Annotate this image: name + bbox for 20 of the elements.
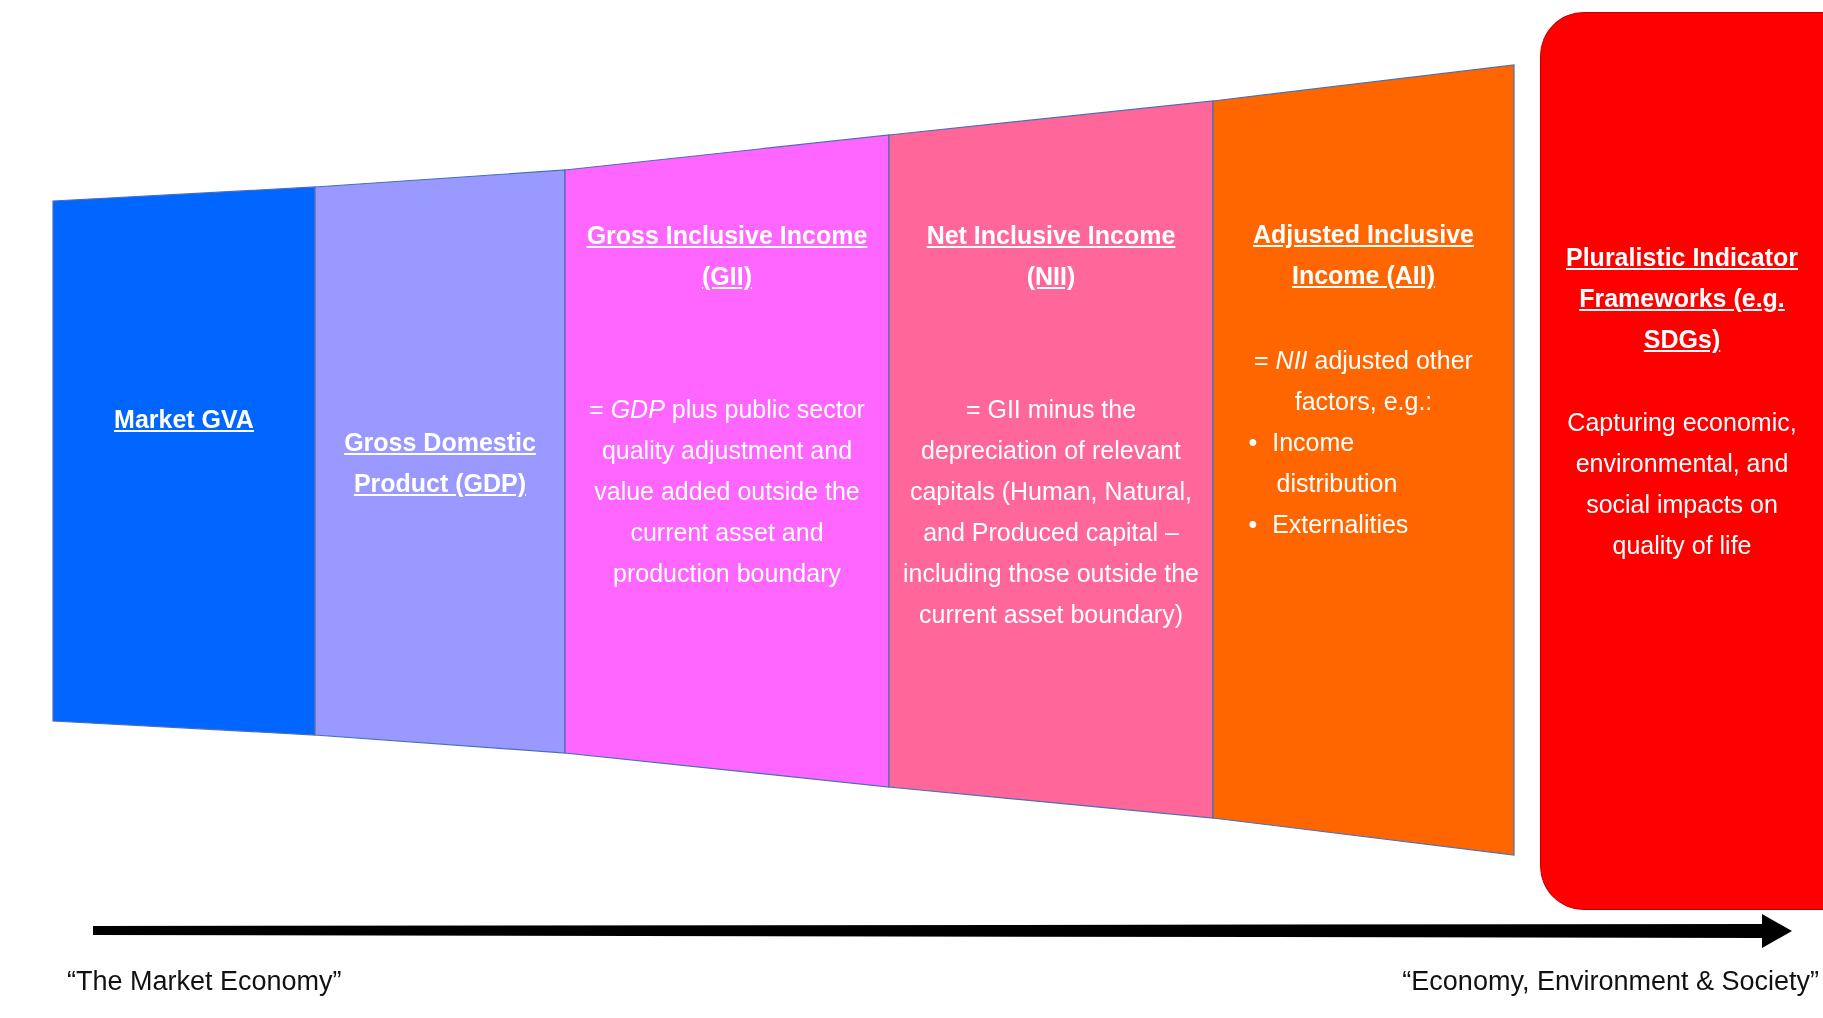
axis-end-label: “The Market Economy”	[67, 966, 342, 997]
trapezoid-panel	[53, 187, 315, 735]
panel-description: = GDP plus public sector quality adjustment and value added outside the current asset and production boundary	[588, 394, 866, 589]
panel-heading: Gross Inclusive Income (GII)	[585, 220, 869, 292]
panel-heading: Market GVA	[114, 404, 254, 435]
panel-heading: Adjusted Inclusive Income (AII)	[1252, 219, 1475, 291]
trapezoid-panel	[1213, 65, 1514, 855]
panel-heading: Pluralistic Indicator Frameworks (e.g. SDGs)	[1565, 242, 1799, 355]
panel-description: = GII minus the depreciation of relevant capitals (Human, Natural, and Produced capital – including those outside the current asset boundary)	[901, 394, 1200, 630]
trapezoid-panel	[889, 101, 1213, 818]
bullet-item: • Income distribution	[1248, 427, 1399, 499]
panel-description: Capturing economic, environmental, and social impacts on quality of life	[1566, 407, 1798, 561]
trapezoid-panel	[565, 135, 889, 787]
bullet-item: • Externalities	[1248, 509, 1410, 540]
trapezoid-panel	[315, 170, 565, 753]
axis-end-label: “Economy, Environment & Society”	[1402, 966, 1819, 997]
panel-description: = NII adjusted other factors, e.g.:	[1253, 345, 1474, 417]
panel-heading: Net Inclusive Income (NII)	[925, 220, 1177, 292]
panel-heading: Gross Domestic Product (GDP)	[343, 427, 537, 499]
framework-panel	[1540, 12, 1823, 910]
